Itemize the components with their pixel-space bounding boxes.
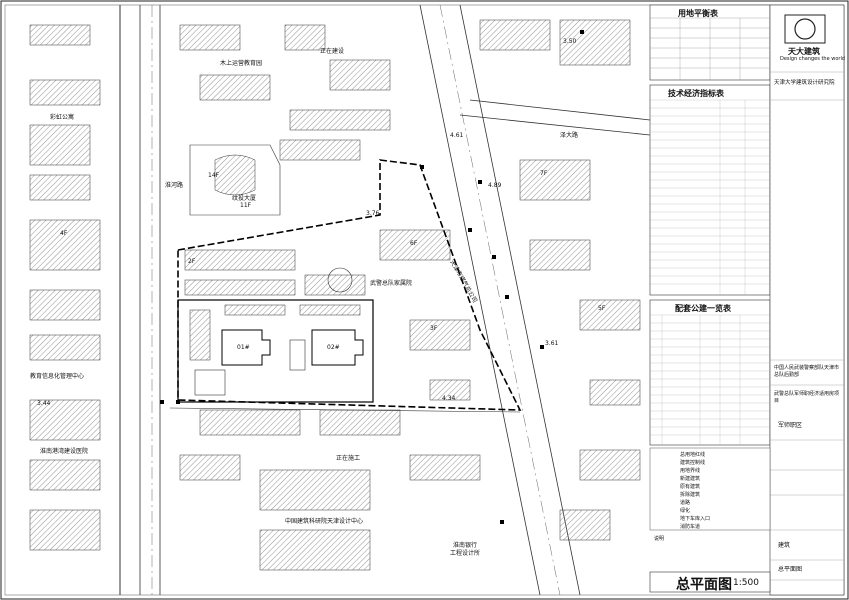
notes-title: 说明 xyxy=(654,536,665,542)
legend-item: 建筑控制线 xyxy=(680,460,706,466)
plan-label-street-1: 淮河路 xyxy=(165,182,184,189)
legend-item: 消防车道 xyxy=(680,524,701,530)
plan-label-floor: 14F xyxy=(208,172,220,179)
plan-label-elevation: 3.50 xyxy=(563,38,577,45)
plan-label-street-2: 泽大路 xyxy=(560,132,579,139)
institute-name: 天津大学建筑设计研究院 xyxy=(774,80,835,86)
drawing-name-small: 总平面图 xyxy=(778,566,803,573)
new-building-a-label: 01# xyxy=(237,344,250,351)
plan-label-apartment: 彩虹公寓 xyxy=(50,114,75,121)
plan-label-elevation: 4.89 xyxy=(488,182,502,189)
plan-label-hospital: 淮南港湾建设医院 xyxy=(40,448,89,455)
plan-label-elevation: 4.34 xyxy=(442,395,456,402)
client-name: 中国人民武装警察部队天津市总队后勤部 xyxy=(774,365,840,378)
plan-label-elevation: 3.61 xyxy=(545,340,559,347)
legend-item: 新建建筑 xyxy=(680,476,701,482)
facility-table-title: 配套公建一览表 xyxy=(675,304,731,313)
legend-item: 总用地红线 xyxy=(680,452,706,458)
plan-label-bank-sub: 工程设计所 xyxy=(450,550,481,557)
tech-index-table-title: 技术经济指标表 xyxy=(668,89,724,98)
legend-item: 拆除建筑 xyxy=(680,492,701,498)
plan-label-bank: 淮南银行 xyxy=(453,542,478,549)
firm-logo-subtext: Design changes the world xyxy=(780,56,846,62)
drawing-scale: 1:500 xyxy=(733,578,759,588)
new-building-b-label: 02# xyxy=(327,344,340,351)
plan-label-floor: 5F xyxy=(598,305,606,312)
legend-item: 地下车库入口 xyxy=(680,516,711,522)
plan-label-elevation: 4.61 xyxy=(450,132,464,139)
plan-label-elevation: 3.44 xyxy=(37,400,51,407)
legend-item: 绿化 xyxy=(680,508,691,514)
plan-label-school: 木上运营教育园 xyxy=(220,60,263,67)
plan-label-floor: 7F xyxy=(540,170,548,177)
plan-label-police-area: 武警总队家属院 xyxy=(370,280,413,287)
plan-label-floor: 3F xyxy=(430,325,438,332)
project-name: 武警总队军师职经济适用房项目 xyxy=(774,391,840,404)
plan-label-education-center: 教育信息化管理中心 xyxy=(30,373,85,380)
plan-label-floor: 2F xyxy=(188,258,196,265)
drawing-title: 总平面图 xyxy=(676,577,732,593)
land-use-table-title: 用地平衡表 xyxy=(678,9,718,18)
plan-label-kiosk-building: 纹投大厦 xyxy=(232,195,257,202)
plan-label-research-center: 中国建筑科研院天津设计中心 xyxy=(285,518,364,525)
plan-label-elevation: 3.76 xyxy=(366,210,380,217)
legend-item: 道路 xyxy=(680,500,691,506)
plan-label-under-construction: 正在施工 xyxy=(336,455,361,462)
phase-name: 军师职区 xyxy=(778,422,803,429)
firm-logo-text: 天大建筑 xyxy=(788,47,820,56)
plan-label-building-under: 正在建设 xyxy=(320,48,345,55)
legend-item: 用地界线 xyxy=(680,468,701,474)
plan-label-floor: 4F xyxy=(60,230,68,237)
plan-label-kiosk-floors: 11F xyxy=(240,202,252,209)
plan-label-floor: 6F xyxy=(410,240,418,247)
sheet-label: 建筑 xyxy=(778,542,791,549)
legend-item: 原有建筑 xyxy=(680,484,701,490)
